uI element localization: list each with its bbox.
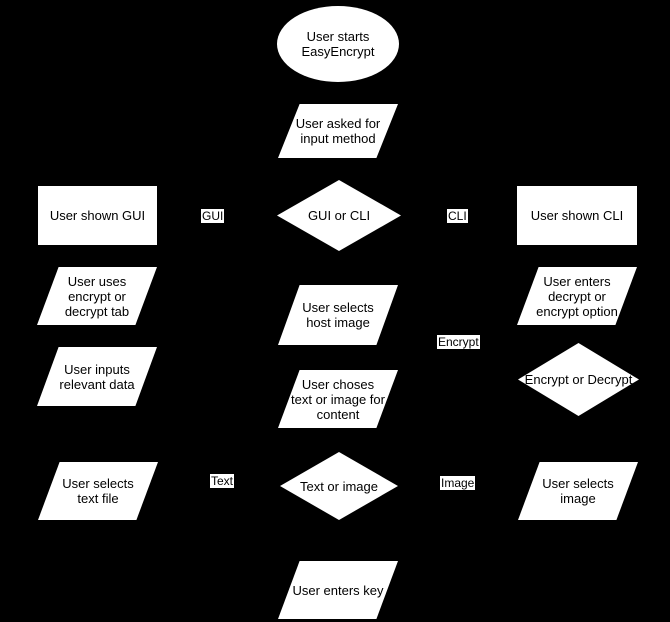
input-output-shape xyxy=(278,104,398,158)
node-label: User starts EasyEncrypt xyxy=(301,29,375,59)
flowchart-node-uses-encrypt-decrypt-tab: User uses encrypt or decrypt tab xyxy=(37,267,157,325)
flowchart-node-enters-key: User enters key xyxy=(278,561,398,619)
node-label: User enters decrypt or encrypt option xyxy=(536,273,618,319)
node-label: User uses encrypt or decrypt tab xyxy=(64,273,130,319)
flowchart-node-user-shown-gui: User shown GUI xyxy=(38,186,157,245)
input-output-shape xyxy=(37,267,157,325)
flowchart-node-gui-or-cli: GUI or CLI xyxy=(277,180,401,251)
node-label: GUI or CLI xyxy=(307,208,371,223)
input-output-shape xyxy=(38,462,158,520)
decision-shape xyxy=(518,343,639,416)
node-label: User selects text file xyxy=(62,476,134,506)
edge-label-encrypt: Encrypt xyxy=(437,335,480,349)
flowchart-node-selects-image: User selects image xyxy=(518,462,638,520)
node-label: User asked for input method xyxy=(295,116,381,146)
node-label: User selects host image xyxy=(302,300,374,330)
flowchart-node-inputs-relevant-data: User inputs relevant data xyxy=(37,347,157,406)
decision-shape xyxy=(280,452,398,520)
edge-label-image: Image xyxy=(440,476,476,490)
flowchart-node-text-or-image: Text or image xyxy=(280,452,398,520)
flowchart-node-selects-host-image: User selects host image xyxy=(278,285,398,345)
decision-shape xyxy=(277,180,401,251)
node-label: User selects image xyxy=(542,476,614,506)
edge-label-cli: CLI xyxy=(447,209,468,223)
node-label: User shown GUI xyxy=(49,208,146,223)
edge-label-gui: GUI xyxy=(201,209,225,223)
node-label: User shown CLI xyxy=(530,208,624,223)
flowchart-node-ask-input-method: User asked for input method xyxy=(278,104,398,158)
flowchart-node-user-shown-cli: User shown CLI xyxy=(517,186,637,245)
flowchart-node-start: User starts EasyEncrypt xyxy=(277,6,399,82)
process-shape xyxy=(517,186,637,245)
node-label: User inputs relevant data xyxy=(59,361,135,392)
input-output-shape xyxy=(518,462,638,520)
input-output-shape xyxy=(517,267,637,325)
node-label: User choses text or image for content xyxy=(291,376,385,422)
input-output-shape xyxy=(37,347,157,406)
node-label: Text or image xyxy=(299,478,379,494)
node-label: Encrypt or Decrypt xyxy=(524,372,633,387)
flowchart-node-encrypt-or-decrypt: Encrypt or Decrypt xyxy=(518,343,639,416)
input-output-shape xyxy=(278,370,398,428)
input-output-shape xyxy=(278,285,398,345)
flowchart-node-enters-decrypt-encrypt-option: User enters decrypt or encrypt option xyxy=(517,267,637,325)
flowchart-node-selects-text-file: User selects text file xyxy=(38,462,158,520)
input-output-shape xyxy=(278,561,398,619)
edge-label-text: Text xyxy=(210,474,235,488)
node-label: User enters key xyxy=(292,582,384,598)
flowchart-node-choses-content: User choses text or image for content xyxy=(278,370,398,428)
process-shape xyxy=(38,186,157,245)
terminator-shape xyxy=(277,6,399,82)
